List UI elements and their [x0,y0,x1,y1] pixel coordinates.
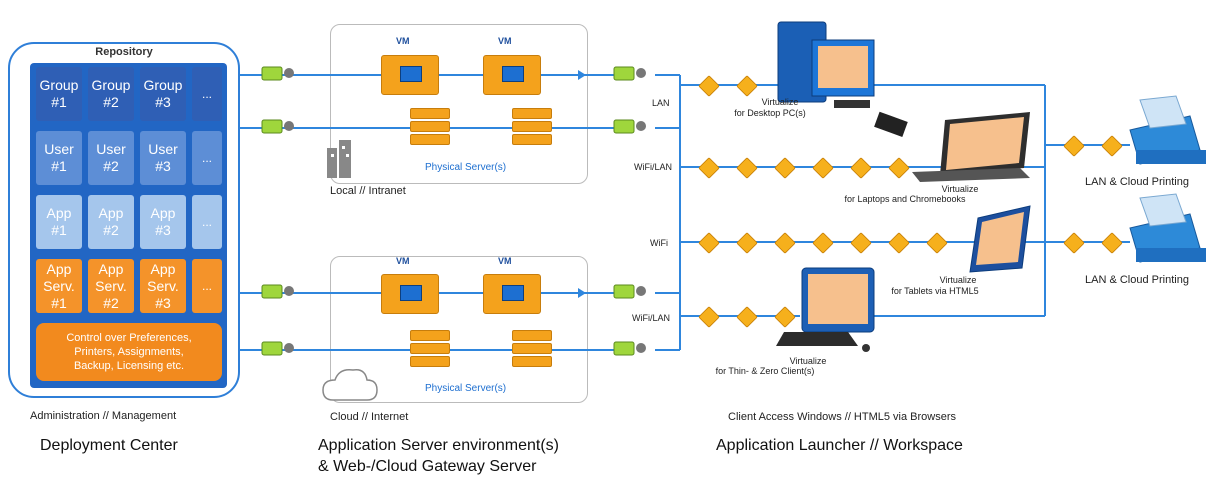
arrow-heads [578,70,586,298]
repository-cell: Group #1 [36,67,82,121]
vm-icon [381,55,439,95]
repository-cell-label: ... [201,86,212,101]
thin-client-icon [776,267,875,352]
vm-label: VM [498,256,512,266]
server-icon [512,108,552,146]
vm-icon [381,274,439,314]
vm-icon [483,274,541,314]
repository-cell-label: User #1 [44,141,74,174]
laptop-virtualize: Virtualize [941,184,979,194]
internet-panel [330,256,588,403]
tablet-virtualize: Virtualize [939,275,977,285]
cloud-internet-label: Cloud // Internet [330,411,409,423]
key-icon [261,341,294,356]
repository-cell: ... [192,259,222,313]
repository-cell: User #3 [140,131,186,185]
server-icon [512,330,552,368]
repository-cell: ... [192,131,222,185]
repository-cell-label: Group #3 [143,77,183,110]
wifi-label: WiFi [650,238,668,248]
arrow-icon [578,70,586,80]
repository-cell: Group #3 [140,67,186,121]
server-icon [410,330,450,368]
key-icons [261,66,646,356]
launcher-title: Application Launcher // Workspace [716,437,963,454]
key-icon [613,284,646,299]
repository-cell: App Serv. #1 [36,259,82,313]
repository-cell: User #2 [88,131,134,185]
building-icon [327,140,351,178]
gateway-server-title: & Web-/Cloud Gateway Server [318,458,537,475]
cloud-icon [322,368,378,401]
desktop-virtualize-sub: for Desktop PC(s) [734,108,806,118]
key-icon [261,66,294,81]
vm-label: VM [396,256,410,266]
control-box: Control over Preferences, Printers, Assi… [36,323,222,381]
arrow-icon [578,288,586,298]
vm-label: VM [396,36,410,46]
key-icon [613,119,646,134]
key-icon [613,66,646,81]
desktop-virtualize: Virtualize [761,97,799,107]
key-icon [613,341,646,356]
repository-cell-label: ... [201,214,212,229]
repository-cell: ... [192,195,222,249]
repository-cell-label: ... [201,278,212,293]
repository-cell-label: App #1 [46,205,72,238]
wifilan-label-2: WiFi/LAN [632,313,670,323]
printing-label-1: LAN & Cloud Printing [1085,176,1189,188]
thin-virtualize-sub: for Thin- & Zero Client(s) [715,366,815,376]
thin-virtualize: Virtualize [789,356,827,366]
lan-label: LAN [652,98,670,108]
vm-icon [483,55,541,95]
repository-cell: Group #2 [88,67,134,121]
repository-cell: App Serv. #3 [140,259,186,313]
physical-servers-label: Physical Server(s) [425,162,507,173]
key-icon [261,284,294,299]
intranet-panel [330,24,588,184]
deployment-center-title: Deployment Center [40,437,178,454]
repository-cell: ... [192,67,222,121]
vm-label: VM [498,36,512,46]
repository-cell-label: App Serv. #3 [147,260,179,311]
repository-cell: App #2 [88,195,134,249]
repository-cell: User #1 [36,131,82,185]
app-server-title: Application Server environment(s) [318,437,559,454]
printer-icon [1129,95,1206,165]
server-icon [410,108,450,146]
printing-label-2: LAN & Cloud Printing [1085,274,1189,286]
repository-cell-label: Group #1 [39,77,79,110]
admin-label: Administration // Management [30,410,177,422]
repository-cell: App #1 [36,195,82,249]
laptop-icon [912,112,1030,182]
repository-cell-label: App Serv. #2 [95,260,127,311]
physical-servers-label: Physical Server(s) [425,383,507,394]
wifilan-label-1: WiFi/LAN [634,162,672,172]
repository-cell-label: App Serv. #1 [43,260,75,311]
tablet-icon [969,205,1031,273]
repository-cell: App #3 [140,195,186,249]
repository-cell-label: ... [201,150,212,165]
repository-cell-label: App #3 [150,205,176,238]
repository-cell-label: Group #2 [91,77,131,110]
control-text: Control over Preferences, Printers, Assi… [66,332,192,372]
repository-cell-label: User #3 [148,141,178,174]
tablet-virtualize-sub: for Tablets via HTML5 [891,286,979,296]
repository-title: Repository [95,46,153,58]
laptop-virtualize-sub: for Laptops and Chromebooks [844,194,966,204]
repository-cell-label: User #2 [96,141,126,174]
desktop-pc-icon [777,21,908,137]
key-icon [261,119,294,134]
printer-icon [1129,193,1206,263]
repository-cell-label: App #2 [98,205,124,238]
local-intranet-label: Local // Intranet [330,185,406,197]
client-access-label: Client Access Windows // HTML5 via Brows… [728,411,957,423]
repository-cell: App Serv. #2 [88,259,134,313]
